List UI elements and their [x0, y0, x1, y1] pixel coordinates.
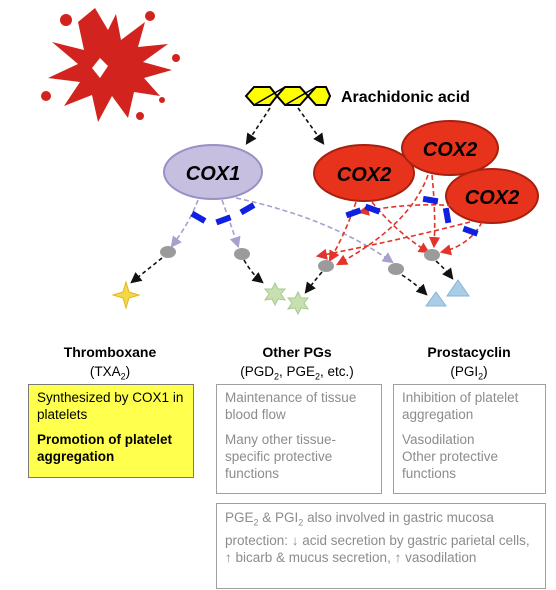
nsaid-inhibitor-bars [190, 195, 479, 237]
other-pgs-abbrev: (PGD2, PGE2, etc.) [240, 364, 354, 382]
cox1-label: COX1 [186, 163, 240, 185]
product-arrows [130, 257, 454, 296]
thromboxane-info-box: Synthesized by COX1 in platelets Promoti… [28, 384, 194, 478]
other-pgs-function-2: Many other tissue-specific protective fu… [225, 432, 337, 481]
cox1-enzyme [163, 144, 263, 200]
cox2-enzyme [401, 120, 499, 176]
thromboxane-synthesis-text: Synthesized by COX1 in platelets [37, 390, 184, 422]
arachidonic-acid-label: Arachidonic acid [341, 89, 470, 106]
pathway-diagram: Arachidonic acid COX1 COX2 COX2 COX2 [41, 8, 539, 316]
other-pgs-title: Other PGs [262, 344, 332, 360]
prostacyclin-abbrev: (PGI2) [450, 364, 488, 382]
prostacyclin-function-1: Inhibition of platelet aggregation [402, 390, 519, 422]
cox2-label: COX2 [423, 139, 477, 161]
prostacyclin-function-3: Other protective functions [402, 449, 499, 481]
prostacyclin-info-box: Inhibition of platelet aggregation Vasod… [393, 384, 546, 494]
cox1-arrows [170, 197, 394, 264]
intermediate-nodes [160, 246, 440, 275]
blood-splash-icon [41, 8, 180, 122]
cox2-label: COX2 [337, 164, 391, 186]
gastric-protection-box: PGE2 & PGI2 also involved in gastric muc… [216, 503, 546, 589]
cox2-enzyme [313, 144, 415, 202]
prostacyclin-triangle-icon [425, 279, 470, 307]
thromboxane-abbrev: (TXA2) [89, 364, 131, 382]
cox2-arrows [315, 174, 483, 266]
thromboxane-title: Thromboxane [63, 344, 157, 360]
arrow-aa-to-cox1 [245, 107, 271, 145]
thromboxane-star-icon [111, 280, 141, 310]
other-pgs-info-box: Maintenance of tissue blood flow Many ot… [216, 384, 382, 494]
cox2-label: COX2 [465, 187, 519, 209]
arrow-aa-to-cox2 [297, 107, 325, 145]
thromboxane-function-text: Promotion of platelet aggregation [37, 432, 172, 464]
prostacyclin-title: Prostacyclin [427, 344, 511, 360]
other-pgs-function-1: Maintenance of tissue blood flow [225, 390, 357, 422]
arachidonic-acid-molecule [244, 86, 332, 106]
prostacyclin-function-2: Vasodilation [402, 432, 475, 447]
cox2-enzyme [445, 168, 539, 224]
other-pgs-star-icon [263, 281, 310, 316]
